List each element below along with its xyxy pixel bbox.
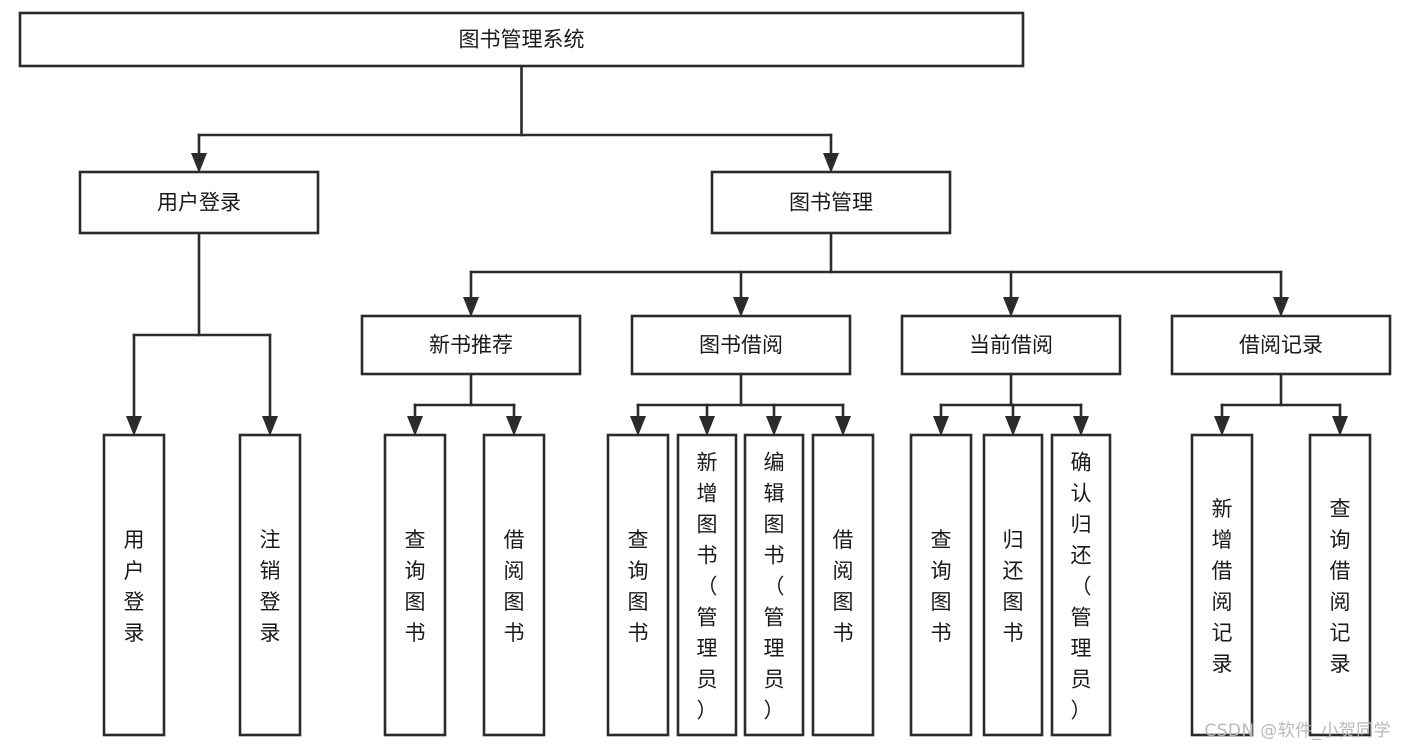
node-box[interactable] [900,314,1122,376]
connector-group [407,372,522,436]
node-box[interactable] [1050,433,1112,737]
arrow-head-icon [1332,416,1348,436]
node-label: 归还图书 [1003,528,1024,645]
node-box[interactable] [811,433,875,737]
node-leaf-11[interactable]: 新增借阅记录 [1190,433,1254,737]
node-label: 用户登录 [124,528,145,645]
node-box[interactable] [102,433,166,737]
node-box[interactable] [1170,314,1392,376]
node-label: 用户登录 [157,191,241,215]
node-leaf-1[interactable]: 注销登录 [238,433,302,737]
connector-group [933,372,1089,436]
node-box[interactable] [676,433,738,737]
node-label: 图书借阅 [699,333,783,357]
node-box[interactable] [982,433,1044,737]
arrow-head-icon [1005,416,1021,436]
arrow-head-icon [1003,297,1019,317]
node-l2-0[interactable]: 新书推荐 [360,314,582,376]
node-leaf-5[interactable]: 新增图书（管理员） [676,433,738,737]
arrow-head-icon [407,416,423,436]
arrow-head-icon [1073,416,1089,436]
node-box[interactable] [78,170,320,235]
node-label: 注销登录 [260,528,281,645]
node-box[interactable] [383,433,447,737]
node-leaf-0[interactable]: 用户登录 [102,433,166,737]
arrow-head-icon [463,297,479,317]
node-layer: 图书管理系统用户登录图书管理新书推荐图书借阅当前借阅借阅记录用户登录注销登录查询… [18,11,1392,737]
node-label: 新增图书（管理员） [697,451,718,723]
arrow-head-icon [1214,416,1230,436]
node-label: 查询借阅记录 [1330,497,1351,676]
node-box[interactable] [238,433,302,737]
connector-group [191,64,839,173]
node-label: 借阅记录 [1239,333,1323,357]
node-label: 查询图书 [628,528,649,645]
node-box[interactable] [909,433,973,737]
arrow-head-icon [933,416,949,436]
connector-group [126,231,278,436]
node-box[interactable] [606,433,670,737]
connector-group [1214,372,1348,436]
node-box[interactable] [482,433,546,737]
connector-layer [126,64,1348,436]
node-box[interactable] [18,11,1025,68]
connector-group [630,372,851,436]
connector-group [463,231,1289,317]
arrow-head-icon [126,416,142,436]
node-l2-2[interactable]: 当前借阅 [900,314,1122,376]
node-box[interactable] [743,433,805,737]
node-label: 确认归还（管理员） [1071,451,1092,723]
node-label: 当前借阅 [969,333,1053,357]
arrow-head-icon [699,416,715,436]
node-box[interactable] [1308,433,1372,737]
node-box[interactable] [360,314,582,376]
node-label: 图书管理系统 [459,28,585,52]
node-leaf-12[interactable]: 查询借阅记录 [1308,433,1372,737]
node-l2-3[interactable]: 借阅记录 [1170,314,1392,376]
node-leaf-2[interactable]: 查询图书 [383,433,447,737]
arrow-head-icon [506,416,522,436]
arrow-head-icon [766,416,782,436]
node-label: 编辑图书（管理员） [764,451,785,723]
arrow-head-icon [823,153,839,173]
node-leaf-8[interactable]: 查询图书 [909,433,973,737]
node-l2-1[interactable]: 图书借阅 [630,314,852,376]
node-leaf-3[interactable]: 借阅图书 [482,433,546,737]
node-leaf-10[interactable]: 确认归还（管理员） [1050,433,1112,737]
node-leaf-4[interactable]: 查询图书 [606,433,670,737]
arrow-head-icon [262,416,278,436]
node-leaf-6[interactable]: 编辑图书（管理员） [743,433,805,737]
node-leaf-7[interactable]: 借阅图书 [811,433,875,737]
node-label: 新增借阅记录 [1212,497,1233,676]
node-label: 查询图书 [931,528,952,645]
node-label: 借阅图书 [833,528,854,645]
node-leaf-9[interactable]: 归还图书 [982,433,1044,737]
arrow-head-icon [835,416,851,436]
node-box[interactable] [630,314,852,376]
node-l1-1[interactable]: 图书管理 [710,170,952,235]
node-box[interactable] [1190,433,1254,737]
arrow-head-icon [191,153,207,173]
arrow-head-icon [1273,297,1289,317]
node-label: 查询图书 [405,528,426,645]
node-label: 新书推荐 [429,333,513,357]
node-box[interactable] [710,170,952,235]
node-root[interactable]: 图书管理系统 [18,11,1025,68]
node-l1-0[interactable]: 用户登录 [78,170,320,235]
node-label: 借阅图书 [504,528,525,645]
arrow-head-icon [630,416,646,436]
arrow-head-icon [733,297,749,317]
node-label: 图书管理 [789,191,873,215]
